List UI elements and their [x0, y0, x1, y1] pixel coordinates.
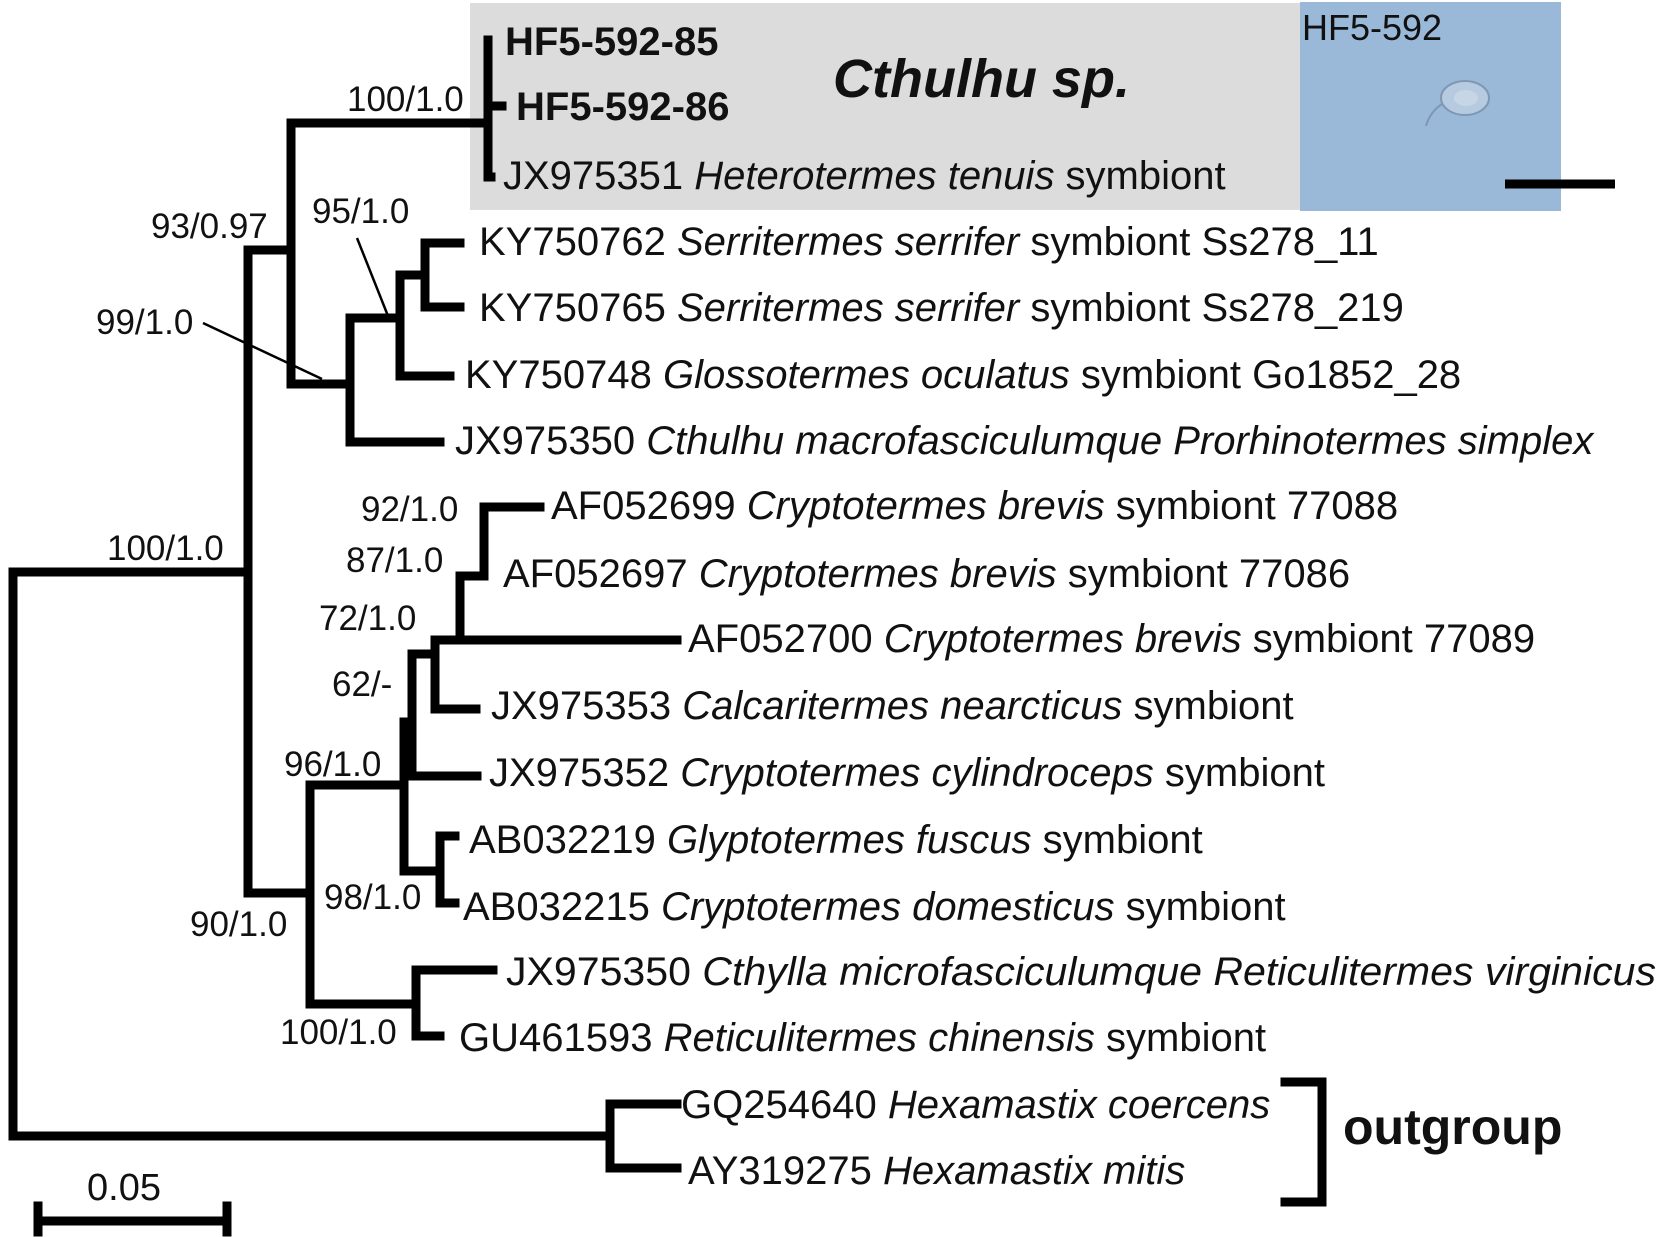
support-value: 62/- — [332, 665, 392, 704]
micrograph-inset: HF5-592 — [1300, 2, 1615, 211]
taxon-label: KY750748 Glossotermes oculatus symbiont … — [465, 353, 1461, 397]
outgroup-label: outgroup — [1343, 1099, 1562, 1155]
support-labels: 100/1.0 93/0.97 95/1.0 99/1.0 100/1.0 92… — [96, 80, 464, 1052]
taxon-label: AB032215 Cryptotermes domesticus symbion… — [463, 885, 1286, 929]
support-value: 100/1.0 — [347, 80, 464, 119]
taxon-label: GQ254640 Hexamastix coercens — [681, 1083, 1270, 1127]
taxon-label: JX975352 Cryptotermes cylindroceps symbi… — [489, 751, 1325, 795]
support-value: 99/1.0 — [96, 303, 193, 342]
clade-title: Cthulhu sp. — [833, 49, 1130, 109]
taxon-label: JX975353 Calcaritermes nearcticus symbio… — [491, 684, 1294, 728]
support-value: 92/1.0 — [361, 490, 458, 529]
taxon-label: JX975350 Cthylla microfasciculumque Reti… — [506, 950, 1656, 994]
support-value: 87/1.0 — [346, 541, 443, 580]
taxon-label: HF5-592-85 — [505, 20, 718, 64]
taxon-label: AF052699 Cryptotermes brevis symbiont 77… — [551, 484, 1398, 528]
scale-bar: 0.05 — [33, 1167, 232, 1237]
taxon-label: KY750762 Serritermes serrifer symbiont S… — [479, 220, 1379, 264]
support-value: 100/1.0 — [107, 529, 224, 568]
support-value: 93/0.97 — [151, 207, 268, 246]
taxon-label: AY319275 Hexamastix mitis — [688, 1149, 1185, 1193]
taxon-label: JX975350 Cthulhu macrofasciculumque Pror… — [455, 419, 1595, 463]
support-value: 95/1.0 — [312, 192, 409, 231]
scale-bar-label: 0.05 — [87, 1167, 161, 1209]
taxon-label: AF052697 Cryptotermes brevis symbiont 77… — [503, 552, 1350, 596]
support-value: 90/1.0 — [190, 905, 287, 944]
photo-label: HF5-592 — [1302, 7, 1442, 48]
support-value: 96/1.0 — [284, 745, 381, 784]
taxon-label: AB032219 Glyptotermes fuscus symbiont — [469, 818, 1203, 862]
support-value: 72/1.0 — [319, 599, 416, 638]
support-value: 100/1.0 — [280, 1013, 397, 1052]
taxon-labels: HF5-592-85 HF5-592-86 JX975351 Heteroter… — [455, 20, 1656, 1193]
taxon-label: HF5-592-86 — [516, 85, 729, 129]
taxon-label: KY750765 Serritermes serrifer symbiont S… — [479, 286, 1404, 330]
taxon-label: GU461593 Reticulitermes chinensis symbio… — [459, 1016, 1266, 1060]
support-value: 98/1.0 — [324, 878, 421, 917]
taxon-label: JX975351 Heterotermes tenuis symbiont — [503, 154, 1226, 198]
tree-branches — [8, 35, 1327, 1207]
cthulhu-clade-highlight — [470, 3, 1300, 210]
taxon-label: AF052700 Cryptotermes brevis symbiont 77… — [688, 617, 1535, 661]
